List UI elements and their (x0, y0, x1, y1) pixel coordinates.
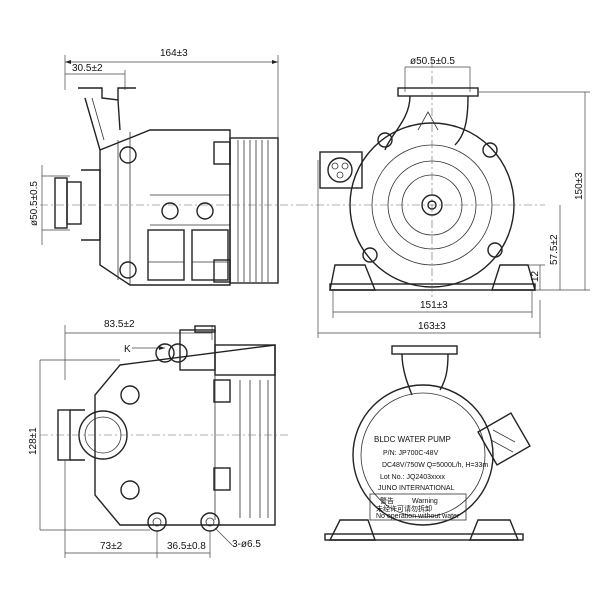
dim-axis-height: 57.5±2 (549, 234, 560, 265)
dim-hole-spacing: 36.5±0.8 (167, 541, 206, 552)
nameplate-maker: JUNO INTERNATIONAL (378, 485, 455, 492)
dim-body-height: 128±1 (28, 427, 39, 455)
nameplate-title: BLDC WATER PUMP (374, 435, 451, 444)
dim-inlet-diameter: ø50.5±0.5 (29, 181, 40, 226)
dim-overall-width: 163±3 (418, 321, 446, 332)
nameplate-warning-en: Warning (412, 498, 438, 505)
dim-total-height: 150±3 (574, 172, 585, 200)
view-marker-k: K (124, 344, 131, 355)
top-view: 83.5±2 K 128±1 (28, 319, 290, 558)
dim-outlet-diameter: ø50.5±0.5 (410, 56, 455, 67)
nameplate-lot: Lot No.: JQ2403xxxx (380, 474, 445, 481)
dim-connector-offset: 83.5±2 (104, 319, 135, 330)
dim-mount-holes: 3-ø6.5 (232, 539, 261, 550)
dim-inlet-offset: 30.5±2 (72, 63, 103, 74)
nameplate-warning-cn: 警告 (380, 496, 394, 505)
front-view: ø50.5±0.5 150±3 57. (300, 56, 590, 338)
dim-foot-span: 151±3 (420, 300, 448, 311)
dim-overall-length: 164±3 (160, 48, 188, 59)
nameplate-warning-line2: No operation without water (376, 513, 460, 520)
nameplate-pn: P/N: JP700C-48V (383, 450, 439, 457)
nameplate: BLDC WATER PUMP P/N: JP700C-48V DC48V/75… (369, 435, 488, 521)
nameplate-view: BLDC WATER PUMP P/N: JP700C-48V DC48V/75… (324, 345, 531, 541)
nameplate-ratings: DC48V/750W Q=5000L/h, H=33m (382, 462, 488, 469)
dim-foot-height: 12 (530, 270, 541, 282)
side-view: 164±3 30.5±2 ø50.5±0.5 (29, 48, 300, 286)
dim-foot-offset: 73±2 (100, 541, 123, 552)
nameplate-warning-line1: 未经许可请勿拆卸 (376, 504, 432, 513)
